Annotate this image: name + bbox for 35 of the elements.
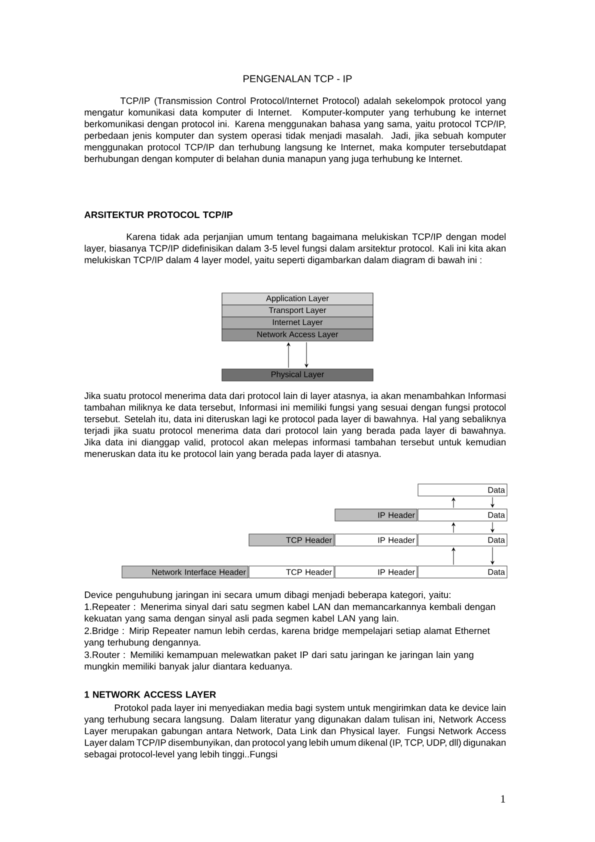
paragraph: Protokol pada layer ini menyediakan media bagi system untuk mengirimkan data ke device lain yang terhubung secara langsung. Dalam literatur yang digunakan dalam tulisan ini, Network Access Layer merupakan gabungan antara Network, Data Link dan Physical layer. Fungsi Network Access Layer dalam TCP/IP disembunyikan, dan protocol yang lebih umum dikenal (IP, TCP, UDP, dll) digunakan sebagai protocol-level yang lebih tinggi..Fungsi	[84, 704, 506, 760]
section-heading: 1 NETWORK ACCESS LAYER	[84, 691, 216, 698]
double-arrow	[304, 342, 308, 368]
double-arrow	[452, 522, 456, 533]
double-arrow	[286, 342, 290, 368]
packet-cell: Data	[418, 534, 508, 546]
packet-cell: IP Header	[334, 534, 418, 546]
packet-cell: TCP Header	[248, 566, 334, 578]
layer-box: Transport Layer	[222, 304, 374, 318]
list-item: 2.Bridge : Mirip Repeater namun lebih cerdas, karena bridge mempelajari setiap alamat Ethernet yang terhubung dengannya.	[84, 627, 490, 648]
paragraph: Karena tidak ada perjanjian umum tentang bagaimana melukiskan TCP/IP dengan model layer, biasanya TCP/IP didefinisikan dalam 3-5 level fungsi dalam arsitektur protocol. Kali ini kita akan melukiskan TCP/IP dalam 4 layer model, yaitu seperti digambarkan dalam diagram di bawah ini :	[84, 233, 506, 266]
header-cell: IP Header	[334, 508, 418, 522]
list-item: 1.Repeater : Menerima sinyal dari satu segmen kabel LAN dan memancarkannya kembali dengan kekuatan yang sama dengan sinyal asli pada segmen kabel LAN yang lain.	[84, 603, 495, 624]
double-arrow	[490, 547, 494, 564]
list-item: 3.Router : Memiliki kemampuan melewatkan paket IP dari satu jaringan ke jaringan lain yang mungkin memiliki banyak jalur diantara keduanya.	[84, 651, 474, 672]
page-number: 1	[501, 795, 506, 802]
double-arrow	[490, 522, 494, 532]
layer-box: Application Layer	[222, 292, 374, 306]
double-arrow	[452, 498, 456, 508]
section-heading: ARSITEKTUR PROTOCOL TCP/IP	[84, 211, 232, 218]
packet-cell: Data	[418, 566, 508, 578]
packet-cell: IP Header	[334, 566, 418, 578]
paragraph: Device penguhubung jaringan ini secara umum dibagi menjadi beberapa kategori, yaitu:	[84, 591, 450, 600]
header-cell: Network Interface Header	[122, 566, 248, 578]
paragraph: TCP/IP (Transmission Control Protocol/Internet Protocol) adalah sekelompok protocol yang mengatur komunikasi data komputer di Internet. Komputer-komputer yang terhubung ke internet berkomunikasi dengan protocol ini. Karena menggunakan bahasa yang sama, yaitu protocol TCP/IP, perbedaan jenis komputer dan system operasi tidak menjadi masalah. Jadi, jika sebuah komputer menggunakan protocol TCP/IP dan terhubung langsung ke Internet, maka komputer tersebutdapat berhubungan dengan komputer di belahan dunia manapun yang juga terhubung ke Internet.	[84, 97, 506, 164]
double-arrow	[490, 497, 494, 508]
packet-cell: Data	[418, 508, 508, 522]
double-arrow	[452, 548, 456, 565]
layer-box: Internet Layer	[222, 316, 374, 330]
packet-cell: Data	[418, 484, 508, 496]
paragraph: Jika suatu protocol menerima data dari protocol lain di layer atasnya, ia akan menambahkan Informasi tambahan miliknya ke data tersebut, Informasi ini memiliki fungsi yang sesuai dengan fungsi protocol tersebut. Setelah itu, data ini diteruskan lagi ke protocol pada layer di bawahnya. Hal yang sebaliknya terjadi jika suatu protocol menerima data dari protocol lain yang berada pada layer di bawahnya. Jika data ini dianggap valid, protocol akan melepas informasi tambahan tersebut untuk kemudian meneruskan data itu ke protocol lain yang berada pada layer di atasnya.	[84, 392, 506, 459]
layer-box: Network Access Layer	[222, 328, 374, 342]
layer-box: Physical Layer	[222, 368, 374, 382]
title: PENGENALAN TCP - IP	[244, 75, 352, 82]
header-cell: TCP Header	[248, 534, 334, 546]
